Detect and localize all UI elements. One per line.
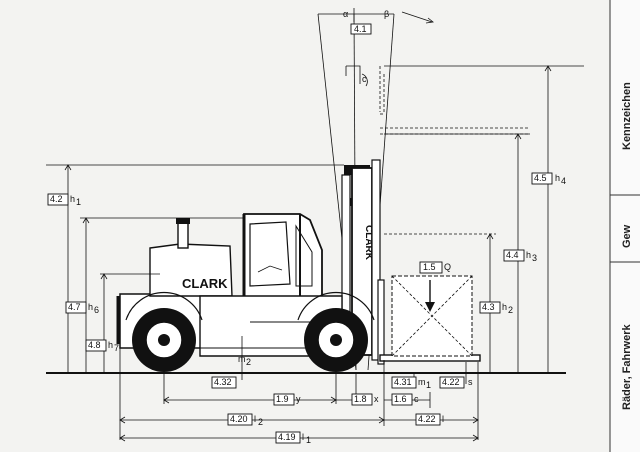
label-m2-sub: 2 [246, 357, 251, 367]
load-box: 1.5 Q [391, 261, 473, 357]
mast-brand-label: CLARK [363, 225, 374, 261]
label-m1: m [418, 377, 426, 387]
label-l: l [442, 414, 444, 424]
beta-label: β [384, 9, 389, 19]
label-y: y [296, 394, 301, 404]
box-4-4 [503, 249, 525, 262]
box-4-19 [275, 431, 301, 444]
side-label-raeder: Räder, Fahrwerk [621, 324, 633, 410]
label-h4-sub: 4 [561, 176, 566, 186]
label-4-2: 4.2 [50, 194, 63, 204]
label-h1-sub: 1 [76, 197, 81, 207]
box-4-32 [211, 376, 237, 389]
label-l1-sub: 1 [306, 435, 311, 445]
label-h7: h [108, 340, 113, 350]
label-c: c [414, 394, 419, 404]
label-4-5: 4.5 [534, 173, 547, 183]
box-4-22-s [439, 376, 465, 389]
label-4-19: 4.19 [278, 432, 296, 442]
label-s: s [468, 377, 473, 387]
box-4-8 [85, 339, 107, 352]
label-m1-sub: 1 [426, 380, 431, 390]
label-4-32: 4.32 [214, 377, 232, 387]
label-4-8: 4.8 [88, 340, 101, 350]
box-4-31 [391, 376, 417, 389]
label-1-8: 1.8 [354, 394, 367, 404]
truck-body: CLARK [116, 213, 375, 372]
label-l1: l [302, 432, 304, 442]
label-x: x [374, 394, 379, 404]
label-4-3: 4.3 [482, 302, 495, 312]
right-dimensions: 4.5 h 4 4.4 h 3 4.3 h 2 [384, 65, 566, 373]
box-4-3 [479, 301, 501, 314]
label-4-7: 4.7 [68, 302, 81, 312]
bottom-dimensions: m 2 4.32 4.31 m 1 4.22 s 1.9 y 1.8 x 1.6… [119, 336, 479, 445]
label-4-20: 4.20 [230, 414, 248, 424]
label-1-5: 1.5 [423, 262, 436, 272]
box-1-6 [391, 393, 413, 406]
box-1-5 [419, 261, 443, 274]
side-panel [610, 0, 640, 452]
label-h3: h [526, 250, 531, 260]
side-label-kennzeichen: Kennzeichen [621, 82, 633, 150]
label-h6-sub: 6 [94, 305, 99, 315]
c-angle-label: c [362, 74, 367, 84]
box-4-2 [47, 193, 69, 206]
box-1-8 [351, 393, 373, 406]
label-q: Q [444, 262, 451, 272]
label-4-22: 4.22 [418, 414, 436, 424]
box-4-1 [350, 23, 372, 35]
label-h1: h [70, 194, 75, 204]
mast: CLARK [341, 159, 481, 365]
label-4-4: 4.4 [506, 250, 519, 260]
label-4-22-s: 4.22 [442, 377, 460, 387]
box-4-22 [415, 413, 441, 426]
body-brand-label: CLARK [182, 276, 228, 291]
label-m2: m [238, 354, 246, 364]
left-dimensions: 4.2 h 1 4.7 h 6 4.8 h 7 [46, 164, 344, 373]
box-4-20 [227, 413, 253, 426]
label-h7-sub: 7 [114, 343, 119, 353]
label-4-1: 4.1 [354, 24, 367, 34]
label-h2: h [502, 302, 507, 312]
box-4-5 [531, 172, 553, 185]
label-h6: h [88, 302, 93, 312]
label-l2: l [254, 414, 256, 424]
label-1-6: 1.6 [394, 394, 407, 404]
side-label-gew: Gew [621, 224, 633, 248]
alpha-label: α [343, 9, 348, 19]
box-1-9 [273, 393, 295, 406]
label-h4: h [555, 173, 560, 183]
label-h3-sub: 3 [532, 253, 537, 263]
box-4-7 [65, 301, 87, 314]
label-l2-sub: 2 [258, 417, 263, 427]
label-4-31: 4.31 [394, 377, 412, 387]
label-1-9: 1.9 [276, 394, 289, 404]
label-h2-sub: 2 [508, 305, 513, 315]
